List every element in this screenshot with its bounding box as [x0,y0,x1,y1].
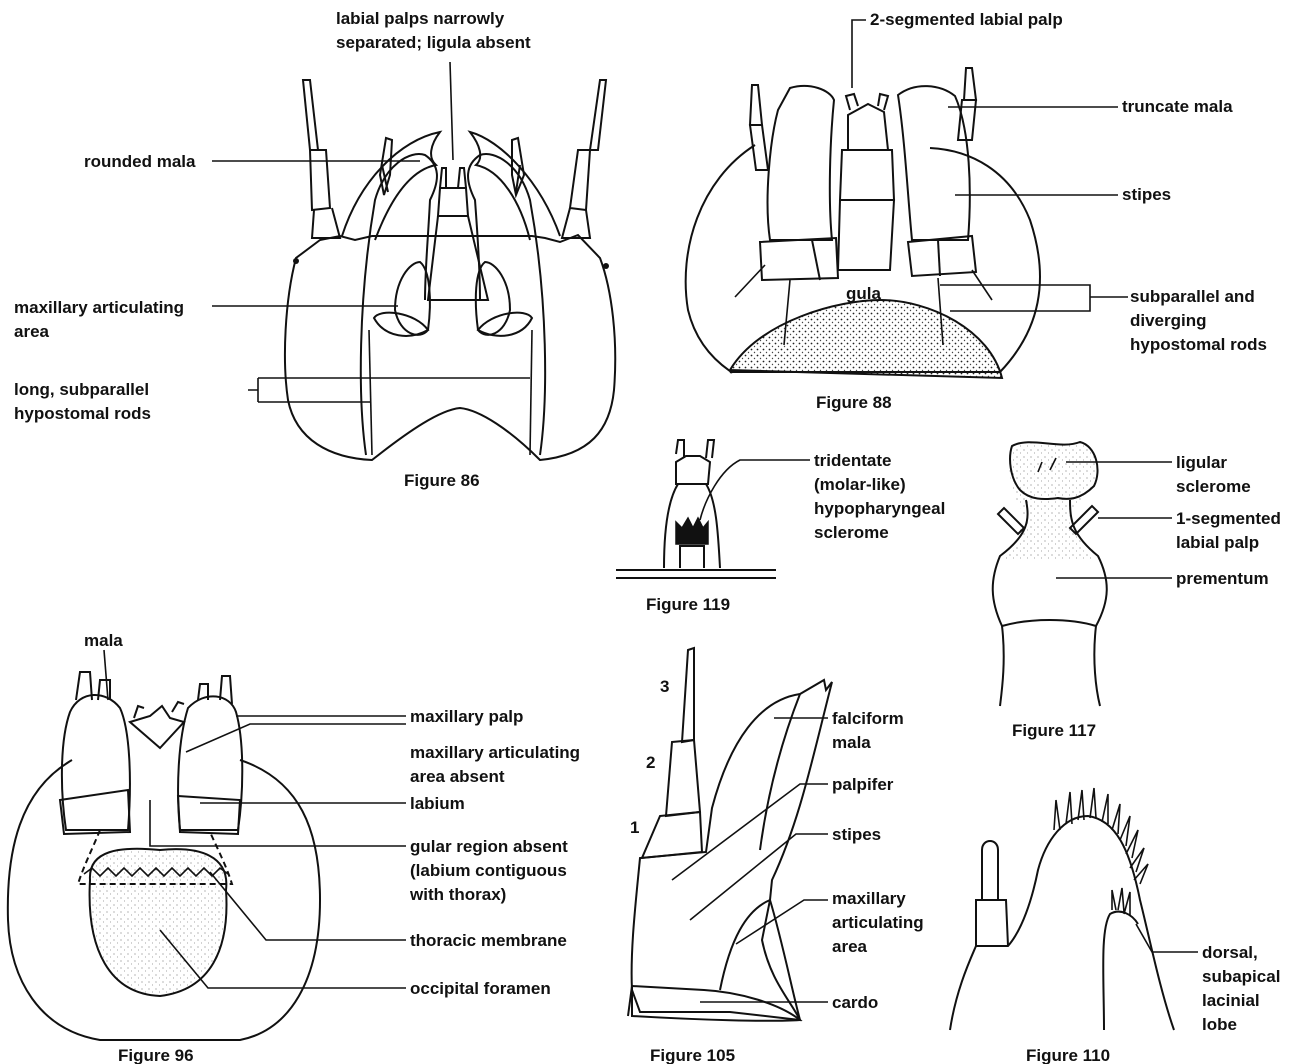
fig88-truncate-mala-label: truncate mala [1122,97,1233,116]
fig105-cardo-label: cardo [832,993,878,1012]
fig96-mala-label: mala [84,631,123,650]
fig88-labial-palp-label: 2-segmented labial palp [870,10,1063,29]
fig96-articulating-area-absent-label-1: maxillary articulating [410,743,580,762]
fig86-rounded-mala-label: rounded mala [84,152,196,171]
fig86-labial-palps-label-2: separated; ligula absent [336,33,531,52]
fig96-occipital-foramen-label: occipital foramen [410,979,551,998]
fig96-gular-region-absent-label-1: gular region absent [410,837,568,856]
fig119-sclerome-label-1: tridentate [814,451,891,470]
fig86-labial-palps-label-1: labial palps narrowly [336,9,505,28]
fig96-gular-region-absent-label-2: (labium contiguous [410,861,567,880]
figure-86: labial palps narrowly separated; ligula … [14,9,615,490]
fig105-palp-segment-3: 3 [660,677,669,696]
fig105-palp-segment-2: 2 [646,753,655,772]
fig105-falciform-mala-label-2: mala [832,733,871,752]
fig110-lacinial-lobe-label-4: lobe [1202,1015,1237,1034]
fig110-caption: Figure 110 [1026,1046,1110,1064]
figure-88: 2-segmented labial palp truncate mala st… [686,10,1267,412]
fig119-sclerome-label-3: hypopharyngeal [814,499,945,518]
figure-96: mala maxillary palp maxillary articulati… [8,631,580,1064]
fig105-palp-segment-1: 1 [630,818,639,837]
fig110-lacinial-lobe-label-2: subapical [1202,967,1280,986]
fig88-hypostomal-rods-label-2: diverging [1130,311,1207,330]
fig110-lacinial-lobe-label-1: dorsal, [1202,943,1258,962]
fig119-sclerome-label-4: sclerome [814,523,889,542]
fig117-caption: Figure 117 [1012,721,1096,740]
figure-110: dorsal, subapical lacinial lobe Figure 1… [950,788,1280,1064]
figure-119: tridentate (molar-like) hypopharyngeal s… [616,440,945,614]
fig86-hypostomal-rods-label-2: hypostomal rods [14,404,151,423]
fig117-ligular-sclerome-label-2: sclerome [1176,477,1251,496]
fig88-hypostomal-rods-label-1: subparallel and [1130,287,1255,306]
figure-117: ligular sclerome 1-segmented labial palp… [993,442,1281,740]
fig86-articulating-area-label-2: area [14,322,50,341]
fig105-falciform-mala-label-1: falciform [832,709,904,728]
fig86-articulating-area-label-1: maxillary articulating [14,298,184,317]
fig96-articulating-area-absent-label-2: area absent [410,767,505,786]
fig105-articulating-area-label-3: area [832,937,868,956]
fig105-palpifer-label: palpifer [832,775,894,794]
fig96-gular-region-absent-label-3: with thorax) [409,885,506,904]
fig96-caption: Figure 96 [118,1046,194,1064]
fig105-articulating-area-label-2: articulating [832,913,924,932]
fig119-caption: Figure 119 [646,595,730,614]
fig110-lacinial-lobe-label-3: lacinial [1202,991,1260,1010]
fig96-maxillary-palp-label: maxillary palp [410,707,523,726]
fig96-thoracic-membrane-label: thoracic membrane [410,931,567,950]
fig86-hypostomal-rods-label-1: long, subparallel [14,380,149,399]
fig88-hypostomal-rods-label-3: hypostomal rods [1130,335,1267,354]
fig105-articulating-area-label-1: maxillary [832,889,906,908]
fig117-labial-palp-label-2: labial palp [1176,533,1259,552]
fig117-prementum-label: prementum [1176,569,1269,588]
figure-105: 3 2 1 falciform mala palpifer stipes max… [628,648,924,1064]
fig117-labial-palp-label-1: 1-segmented [1176,509,1281,528]
fig105-caption: Figure 105 [650,1046,735,1064]
fig96-labium-label: labium [410,794,465,813]
fig88-gula-label: gula [846,284,881,303]
fig88-caption: Figure 88 [816,393,892,412]
fig105-stipes-label: stipes [832,825,881,844]
fig119-sclerome-label-2: (molar-like) [814,475,906,494]
fig88-stipes-label: stipes [1122,185,1171,204]
fig86-caption: Figure 86 [404,471,480,490]
fig117-ligular-sclerome-label-1: ligular [1176,453,1227,472]
